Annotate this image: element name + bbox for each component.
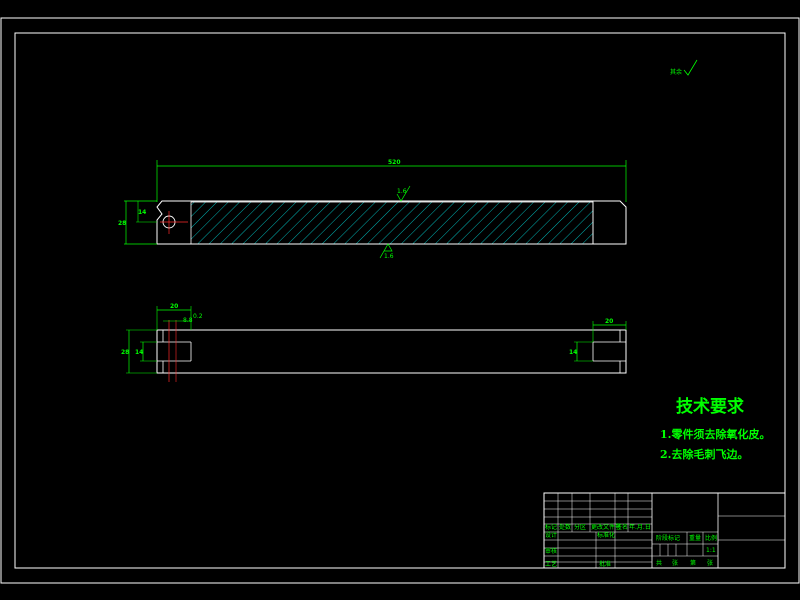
tb-sheet-label2: 张 bbox=[707, 559, 713, 567]
roughness-symbol-icon bbox=[683, 59, 698, 76]
tb-stage-mark: 阶段标记 bbox=[656, 534, 680, 542]
overall-length-label: 520 bbox=[388, 159, 401, 166]
tb-sheets-total: 共 bbox=[656, 559, 662, 567]
title-block: 标记 处数 分区 更改文件号 签名 年.月.日 设计 标准化 审核 工艺 批准 … bbox=[543, 492, 786, 569]
roughness-top-icon bbox=[396, 185, 411, 202]
tech-requirements: 技术要求 1.零件须去除氧化皮。 2.去除毛刺飞边。 bbox=[660, 396, 770, 461]
bottom-left-small2-label: 8.8 bbox=[183, 317, 193, 324]
tb-label-change: 更改文件号 bbox=[591, 523, 621, 531]
tb-weight: 重量 bbox=[689, 534, 701, 542]
part-outline-bottom bbox=[156, 329, 627, 374]
tb-process: 工艺 bbox=[545, 560, 557, 568]
tech-requirement-item-1: 1.零件须去除氧化皮。 bbox=[660, 427, 770, 441]
roughness-top-label: 1.6 bbox=[397, 188, 407, 195]
tb-label-sign: 签名 bbox=[616, 523, 628, 531]
inner-border bbox=[14, 32, 786, 569]
hatched-section bbox=[190, 201, 594, 245]
roughness-bottom: 1.6 bbox=[379, 243, 394, 260]
roughness-top: 1.6 bbox=[396, 185, 411, 202]
surface-roughness-note: 其余 bbox=[670, 59, 698, 76]
tech-requirements-title: 技术要求 bbox=[676, 396, 744, 417]
bottom-right-width-label: 20 bbox=[605, 318, 613, 325]
tb-scale: 比例 bbox=[705, 534, 717, 542]
bottom-left-width-label: 20 bbox=[170, 303, 178, 310]
bottom-view: 20 0.2 8.8 28 14 20 14 bbox=[121, 303, 627, 382]
tb-sheet-label: 张 bbox=[672, 559, 678, 567]
tb-label-mark: 标记 bbox=[545, 523, 557, 531]
tb-sheet-no: 第 bbox=[690, 559, 696, 567]
bottom-slot-label: 14 bbox=[135, 349, 143, 356]
tb-check: 审核 bbox=[545, 547, 557, 555]
top-view: 520 28 14 1.6 1.6 bbox=[118, 159, 627, 260]
roughness-bottom-label: 1.6 bbox=[384, 253, 394, 260]
tb-standardize: 标准化 bbox=[597, 531, 615, 539]
bottom-height-label: 28 bbox=[121, 349, 129, 356]
top-hole-offset-label: 14 bbox=[138, 209, 146, 216]
outer-border bbox=[0, 17, 800, 584]
bottom-right-slot-label: 14 bbox=[569, 349, 577, 356]
roughness-bottom-icon bbox=[379, 243, 393, 259]
surface-note-text: 其余 bbox=[670, 68, 682, 76]
tb-label-date: 年.月.日 bbox=[629, 523, 651, 531]
tb-approve: 批准 bbox=[599, 560, 611, 568]
tb-design: 设计 bbox=[545, 531, 557, 539]
tb-label-zone: 分区 bbox=[574, 523, 586, 531]
tb-label-count: 处数 bbox=[559, 523, 571, 531]
tb-scale-value: 1:1 bbox=[706, 547, 716, 554]
top-height-label: 28 bbox=[118, 220, 126, 227]
bottom-left-small-label: 0.2 bbox=[193, 313, 203, 320]
tech-requirement-item-2: 2.去除毛刺飞边。 bbox=[660, 447, 748, 461]
